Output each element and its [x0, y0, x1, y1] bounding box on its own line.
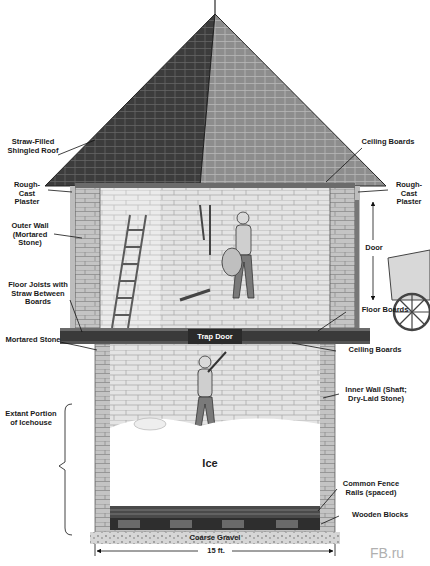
part-label: Floor Boards: [345, 306, 425, 315]
part-label: Wooden Blocks: [340, 511, 420, 520]
part-label: Inner Wall (Shaft; Dry-Laid Stone): [340, 386, 412, 403]
part-label: Door: [362, 244, 386, 253]
node-text: Trap Door: [197, 332, 232, 341]
part-label: Ceiling Boards: [335, 346, 415, 355]
watermark: FB.ru: [352, 546, 422, 561]
part-label: Outer Wall (Mortared Stone): [4, 222, 56, 248]
part-label: Floor Joists with Straw Between Boards: [2, 281, 74, 307]
part-label: Common Fence Rails (spaced): [338, 480, 404, 497]
part-label: Coarse Gravel: [178, 534, 252, 543]
trap-door: Trap Door: [188, 329, 242, 344]
part-label: Mortared Stone: [2, 336, 64, 345]
part-label: Straw-Filled Shingled Roof: [2, 138, 64, 155]
dimension-label: 15 ft.: [199, 547, 233, 556]
part-label: Ceiling Boards: [348, 138, 428, 147]
node-text: Ice: [202, 457, 217, 469]
part-label: Extant Portion of Icehouse: [4, 410, 58, 427]
ice-mass: Ice: [165, 452, 255, 474]
part-label: Rough-Cast Plaster: [388, 181, 430, 207]
part-label: Rough-Cast Plaster: [6, 181, 48, 207]
